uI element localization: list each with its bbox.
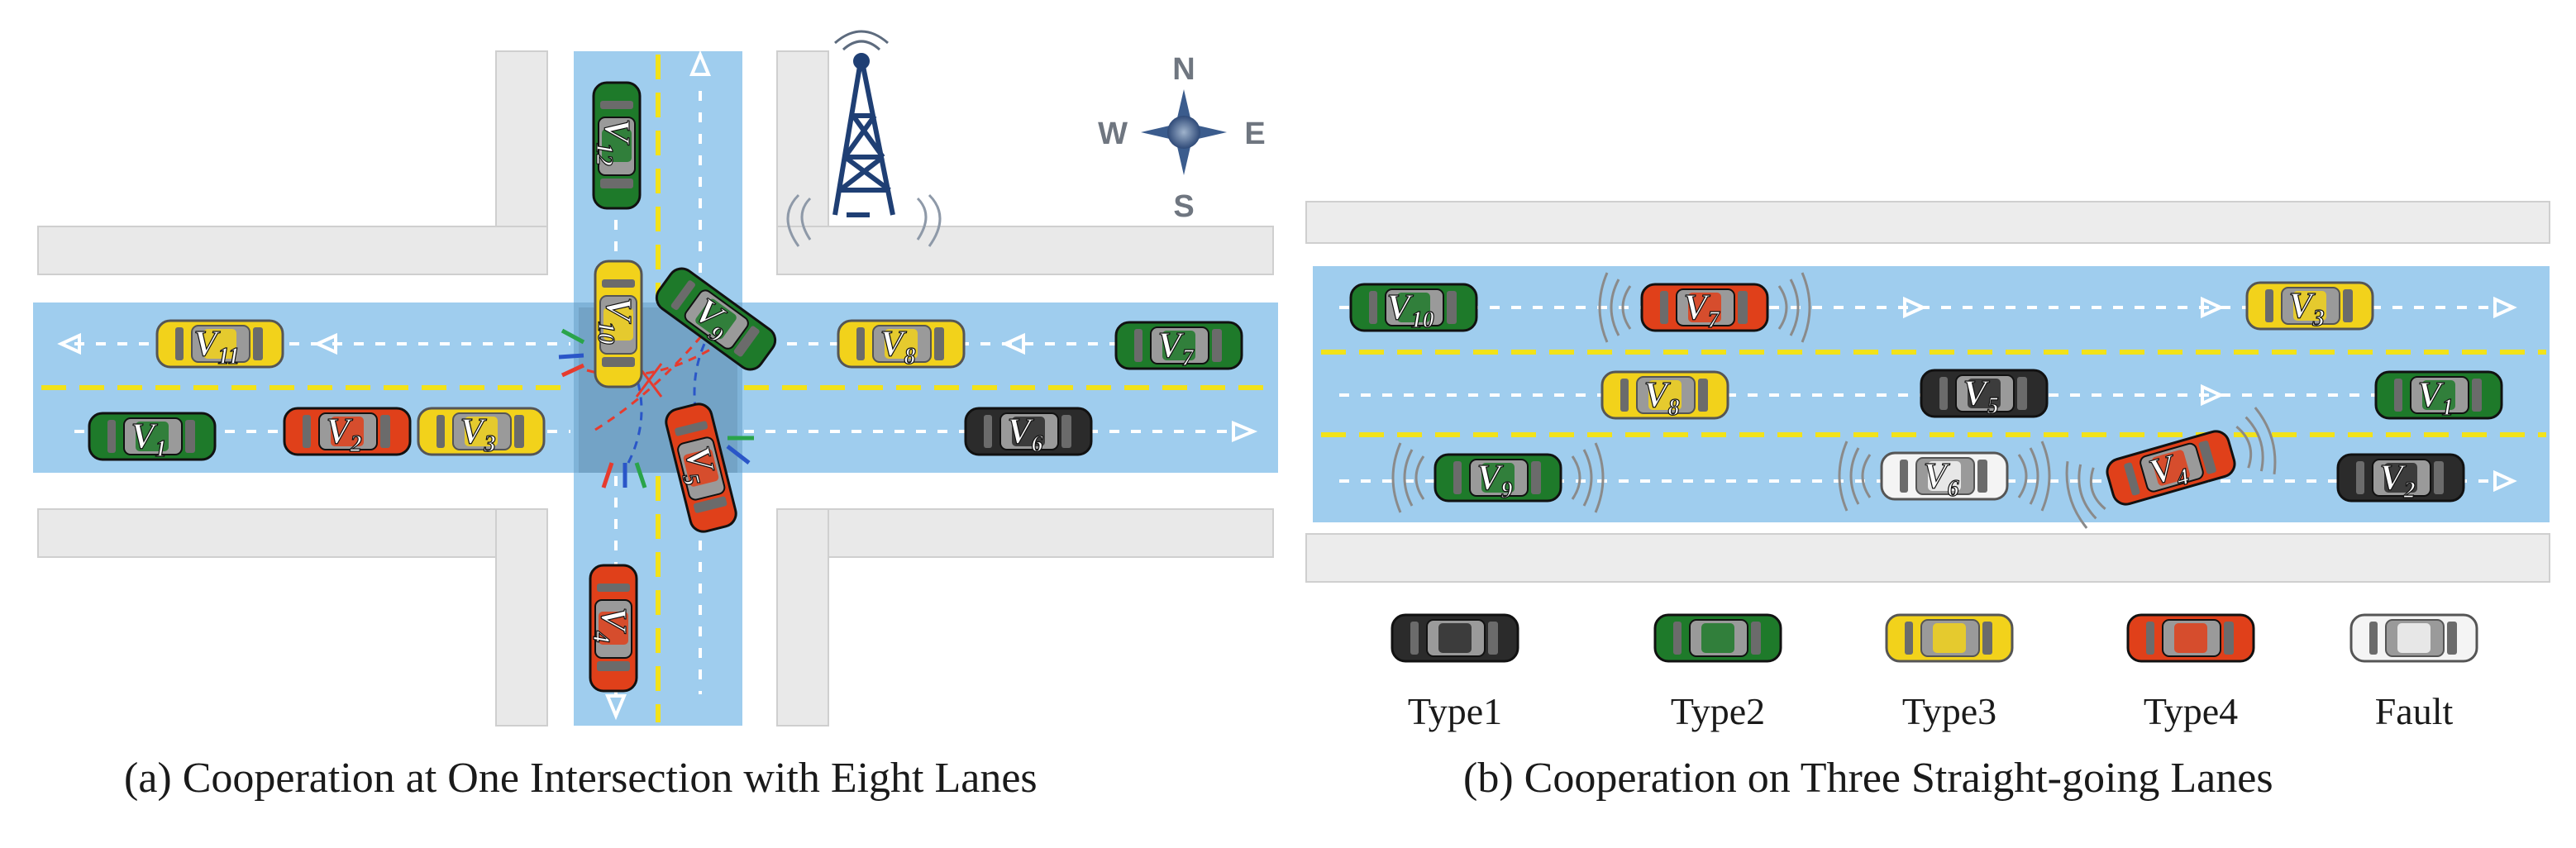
legend-item-type2: Type2: [1653, 613, 1782, 732]
sidewalks-a: [37, 50, 1274, 727]
vehicle-v8: V8: [837, 319, 966, 370]
vehicle-label: V11: [193, 323, 240, 369]
vehicle-legend-fault: [2349, 613, 2478, 663]
compass-east-label: E: [1244, 117, 1265, 151]
radio-tower-icon: [786, 30, 942, 247]
vehicle-label: V8: [1643, 374, 1679, 421]
vehicle-v4: V4: [2065, 407, 2277, 529]
vehicle-legend-type2: [1653, 613, 1782, 663]
vehicle-label: V6: [1923, 455, 1958, 502]
arrow-north-icon: [689, 50, 711, 76]
direction-arrows-a: [57, 50, 1258, 721]
vehicle-v5: V5: [665, 403, 737, 533]
vehicle-v12: V12: [590, 81, 642, 210]
vehicle-label: V4: [588, 607, 634, 642]
vehicle-v2: V2: [283, 407, 412, 458]
direction-arrows-b: [1903, 296, 2517, 493]
vehicle-legend-type4: [2126, 613, 2255, 663]
vehicle-v10: V10: [592, 260, 643, 388]
vehicle-type-legend: Type1 Type2 Type3 Type4 Fault: [1391, 613, 2478, 732]
sidewalk-se-vertical: [776, 508, 829, 727]
heading-arrows-a: [558, 328, 754, 488]
vehicle-label: V2: [2379, 457, 2415, 503]
vehicle-label: V7: [1157, 325, 1194, 371]
signal-wave-icon: [1838, 441, 2051, 512]
signal-wave-icon: [1391, 442, 1605, 513]
vehicle-v5: V5: [1920, 369, 2049, 420]
legend-label: Type4: [2144, 690, 2238, 732]
vehicle-v9: V9: [655, 267, 777, 371]
vehicle-label: V6: [1007, 411, 1042, 457]
vehicle-v11: V11: [155, 319, 284, 370]
vehicle-v2: V2: [2336, 453, 2465, 504]
vehicle-v1: V1: [2374, 370, 2503, 422]
compass-south-label: S: [1173, 189, 1194, 224]
sidewalk-se-horizontal: [776, 508, 1274, 558]
vehicle-v7: V7: [1598, 272, 1811, 343]
sidewalk-ne-vertical: [776, 50, 829, 232]
vehicle-label: V7: [1683, 287, 1720, 333]
vehicle-label: V5: [1963, 373, 1998, 419]
signal-wave-icon: [2065, 407, 2277, 529]
legend-item-type4: Type4: [2126, 613, 2255, 732]
vehicle-label: V1: [131, 416, 166, 462]
vehicle-v1: V1: [88, 412, 217, 463]
vehicle-label: V8: [880, 323, 915, 369]
sidewalk-ne-horizontal: [776, 226, 1274, 275]
vehicle-v6: V6: [1838, 441, 2051, 512]
vehicle-v6: V6: [964, 407, 1093, 458]
vehicle-label: V9: [1476, 457, 1512, 503]
vehicle-legend-type1: [1391, 613, 1519, 663]
sidewalk-sw-horizontal: [37, 508, 548, 558]
arrow-west-mid-icon: [313, 332, 337, 355]
arrow-west-outer-icon: [57, 332, 81, 355]
compass-north-label: N: [1172, 52, 1195, 87]
vehicle-label: V3: [460, 411, 495, 457]
vehicle-v7: V7: [1114, 321, 1243, 372]
caption-panel-b: (b) Cooperation on Three Straight-going …: [1463, 755, 2273, 802]
vehicle-label: V10: [1386, 287, 1433, 333]
sidewalk-b-top: [1305, 201, 2550, 244]
caption-panel-a: (a) Cooperation at One Intersection with…: [124, 755, 1038, 802]
vehicle-label: V12: [591, 118, 637, 165]
vehicle-label: V3: [2288, 285, 2324, 331]
legend-label: Type1: [1408, 690, 1502, 732]
legend-label: Fault: [2375, 690, 2454, 732]
legend-label: Type3: [1902, 690, 1996, 732]
vehicle-v3: V3: [2245, 281, 2374, 332]
sidewalk-sw-vertical: [495, 508, 548, 727]
signal-wave-icon: [1598, 272, 1811, 343]
vehicle-label: V2: [326, 411, 361, 457]
sidewalk-b-bottom: [1305, 533, 2550, 583]
center-lines-a: [41, 55, 1273, 722]
vehicle-v8: V8: [1600, 370, 1729, 422]
sidewalk-nw-vertical: [495, 50, 548, 232]
vehicle-v3: V3: [417, 407, 546, 458]
vehicle-v9: V9: [1391, 442, 1605, 513]
legend-item-type3: Type3: [1885, 613, 2014, 732]
arrow-west-east-icon: [1001, 332, 1025, 355]
vehicle-label: V1: [2417, 374, 2453, 421]
vehicle-label: V10: [593, 297, 639, 344]
arrow-east-icon: [1232, 421, 1258, 442]
center-lines-b: [1321, 350, 2546, 437]
vehicle-v4: V4: [587, 564, 638, 693]
arrow-south-icon: [605, 694, 627, 721]
compass-west-label: W: [1098, 117, 1128, 151]
vehicle-legend-type3: [1885, 613, 2014, 663]
legend-item-type1: Type1: [1391, 613, 1519, 732]
legend-item-fault: Fault: [2349, 613, 2478, 732]
legend-label: Type2: [1671, 690, 1765, 732]
compass-rose-icon: N S W E: [1098, 52, 1266, 224]
vehicle-v10: V10: [1349, 283, 1478, 334]
sidewalk-nw-horizontal: [37, 226, 548, 275]
